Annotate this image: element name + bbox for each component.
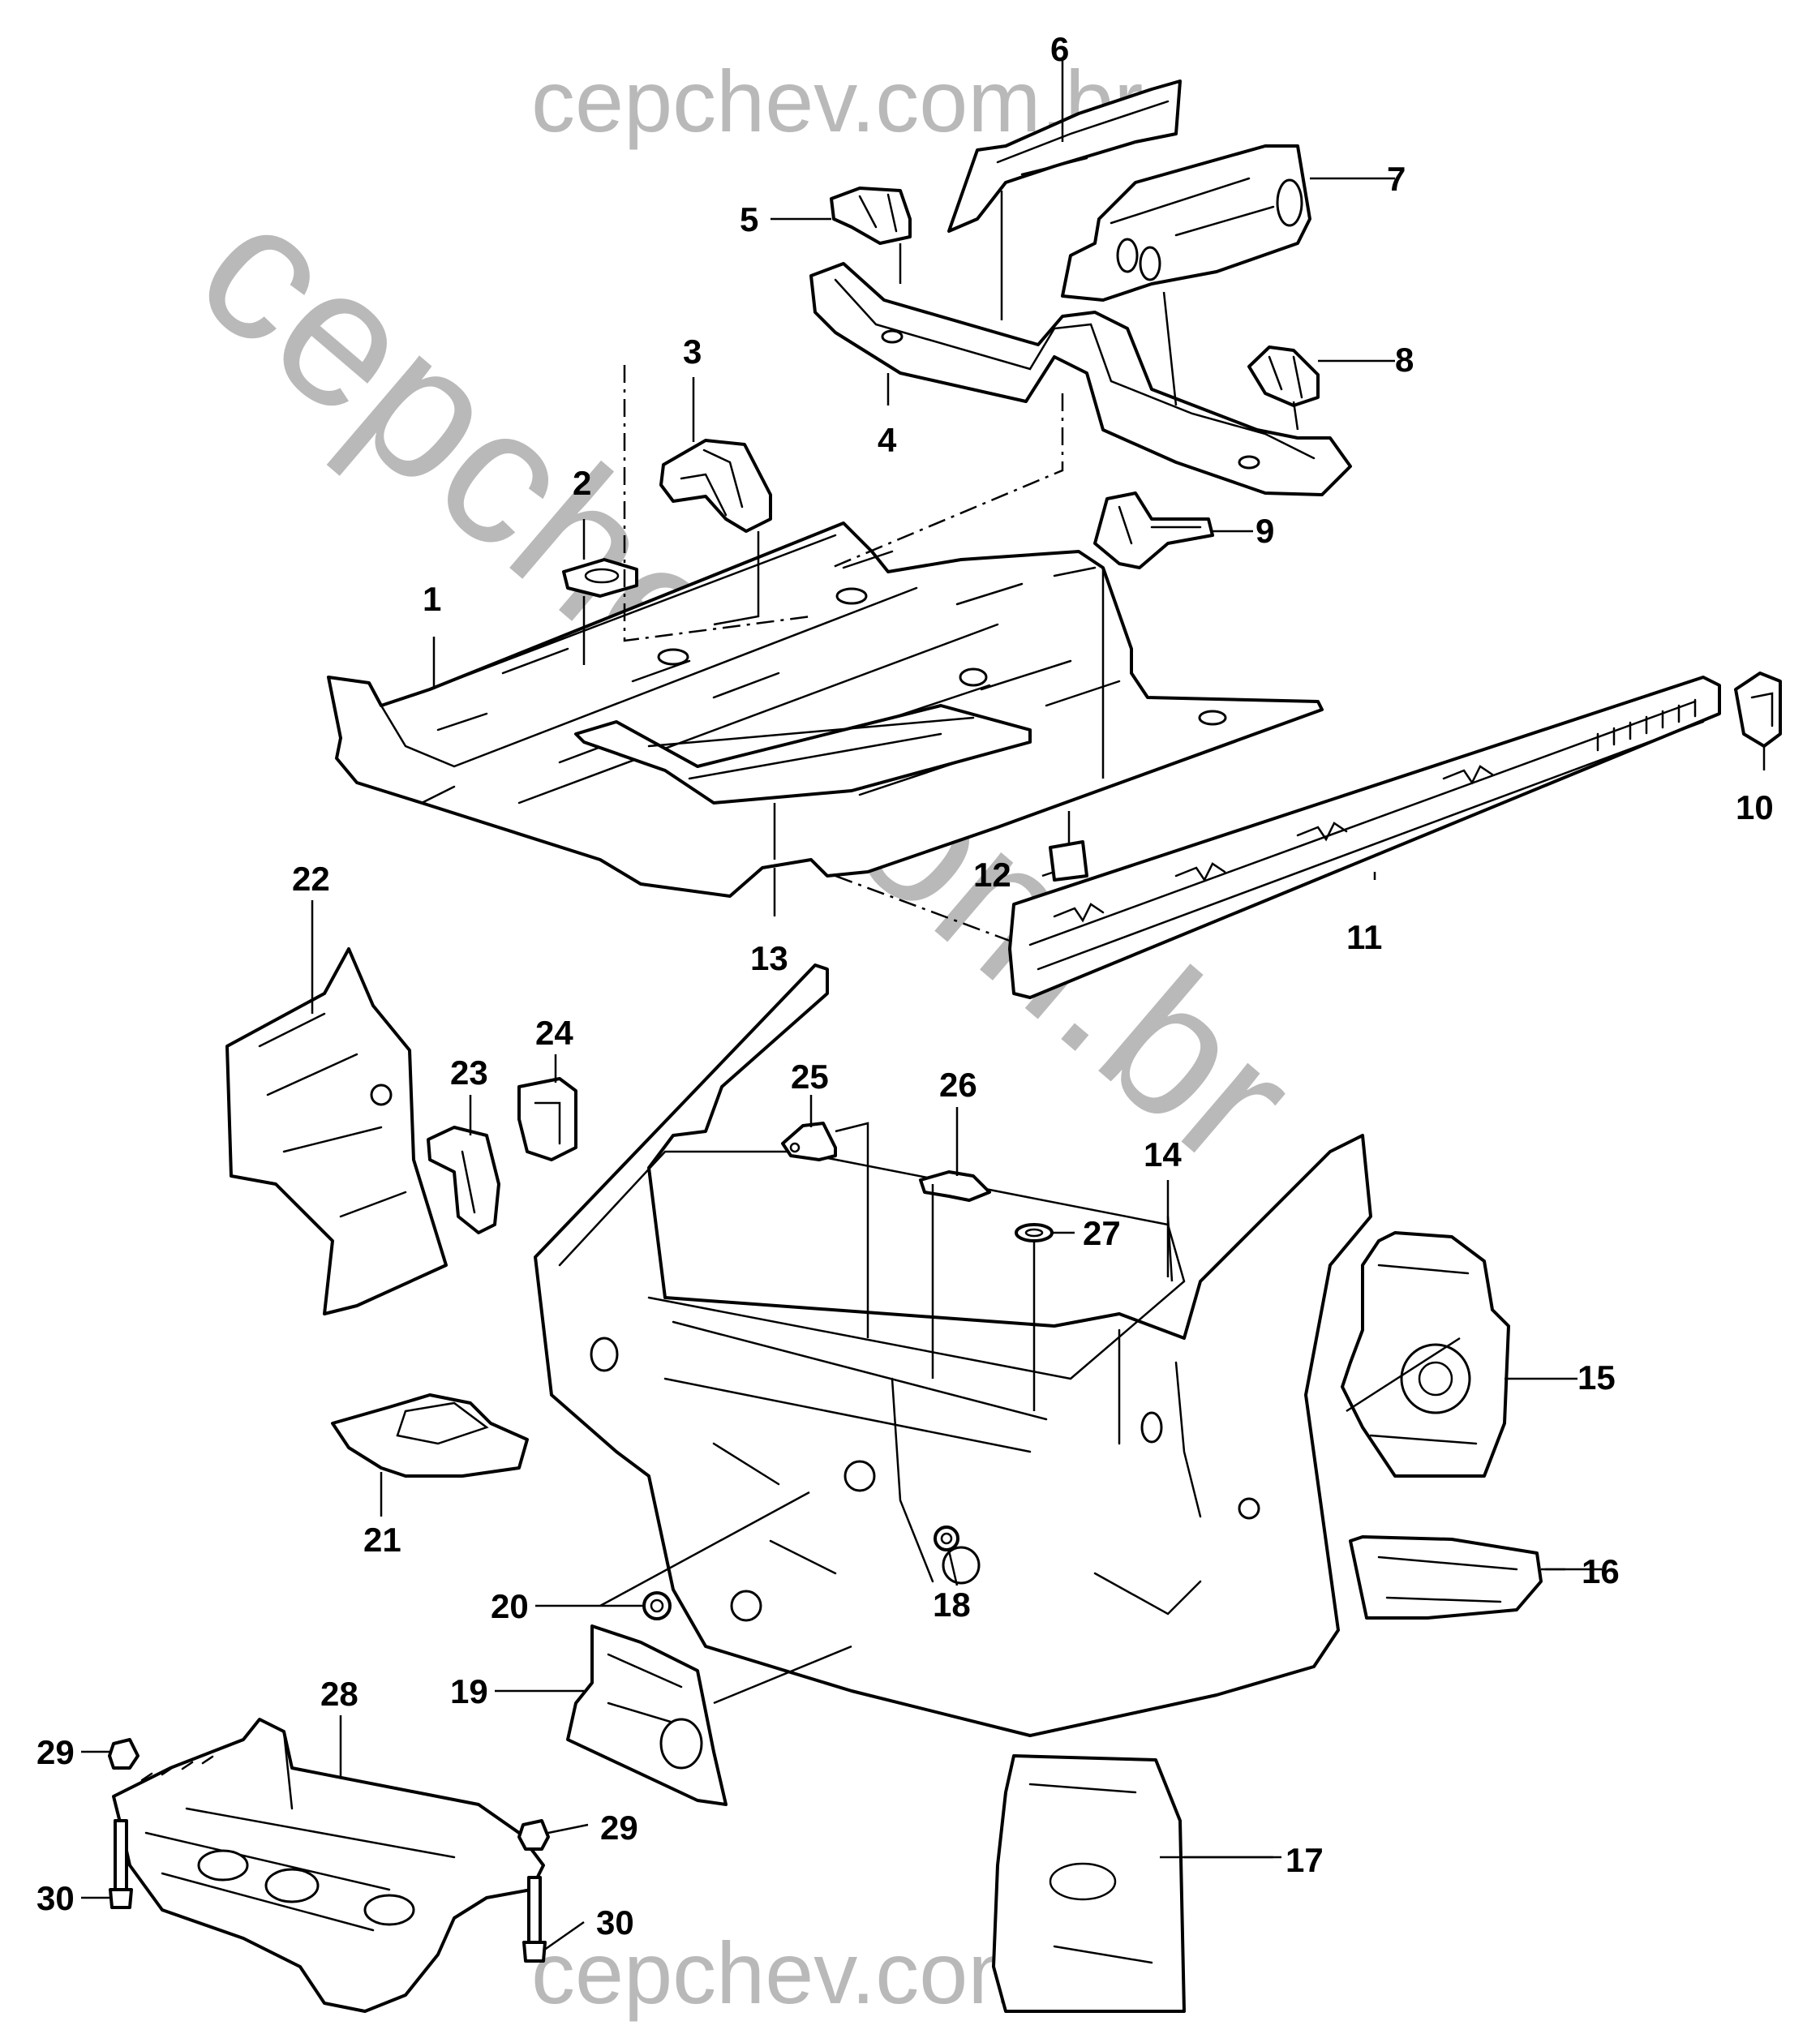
callout-17: 17 [1286, 1841, 1324, 1879]
bracket-8 [1247, 345, 1320, 407]
bolt-30-right [522, 1876, 547, 1963]
bracket-9 [1093, 491, 1214, 569]
callout-14: 14 [1144, 1135, 1182, 1174]
callout-3: 3 [683, 333, 702, 371]
callout-22: 22 [292, 860, 330, 898]
clip-29-right [517, 1819, 550, 1851]
plate-2 [562, 558, 638, 598]
bracket-21 [331, 1393, 529, 1478]
callout-29-left: 29 [36, 1733, 75, 1771]
reinforcement-16 [1349, 1535, 1543, 1620]
bracket-23 [427, 1126, 500, 1234]
callout-15: 15 [1577, 1358, 1616, 1397]
bracket-25 [781, 1122, 837, 1161]
callout-labels: 1 2 3 4 5 6 7 8 9 10 11 12 13 14 15 16 1… [36, 30, 1774, 1942]
tunnel-insert [574, 704, 1032, 805]
callout-leaders [81, 61, 1766, 1952]
panel-19 [566, 1624, 728, 1806]
callout-20: 20 [491, 1587, 529, 1625]
callout-8: 8 [1395, 341, 1414, 379]
strut-tower-15 [1341, 1231, 1510, 1478]
bolt-30-left [109, 1819, 133, 1909]
callout-4: 4 [878, 421, 897, 459]
callout-30-left: 30 [36, 1879, 75, 1917]
callout-12: 12 [973, 856, 1011, 894]
callout-30-right: 30 [596, 1903, 634, 1942]
end-cap-10 [1734, 672, 1782, 748]
callout-5: 5 [740, 200, 758, 238]
bracket-3 [659, 439, 772, 533]
callout-13: 13 [750, 939, 788, 977]
small-bracket-12 [1049, 840, 1088, 882]
callout-18: 18 [933, 1586, 971, 1624]
callout-24: 24 [535, 1014, 573, 1052]
callout-10: 10 [1736, 788, 1774, 826]
callout-9: 9 [1256, 512, 1274, 550]
clip-29-left [108, 1738, 140, 1770]
callout-25: 25 [791, 1058, 829, 1096]
grommet-20 [642, 1591, 672, 1620]
rail-extension-6 [947, 79, 1182, 233]
callout-2: 2 [573, 464, 591, 502]
rocker-panel [1008, 676, 1721, 999]
callout-1: 1 [423, 580, 441, 618]
frame-rail-4 [809, 262, 1352, 496]
grommet-18 [934, 1526, 959, 1551]
inner-panel-7 [1061, 144, 1311, 302]
callout-23: 23 [450, 1053, 488, 1092]
floor-pan [327, 521, 1324, 898]
callout-27: 27 [1083, 1214, 1121, 1252]
underbody-shield-28 [112, 1718, 545, 2013]
callout-6: 6 [1050, 30, 1069, 68]
panel-17 [992, 1754, 1186, 2013]
callout-29-right: 29 [600, 1809, 638, 1847]
callout-19: 19 [450, 1672, 488, 1710]
callout-16: 16 [1582, 1552, 1620, 1590]
side-panel-22 [225, 947, 448, 1315]
callout-28: 28 [320, 1675, 358, 1713]
plug-27 [1015, 1223, 1054, 1242]
callout-21: 21 [363, 1521, 401, 1559]
callout-7: 7 [1387, 160, 1406, 198]
assembly-leaders-upper [582, 191, 1299, 942]
bracket-5 [830, 187, 912, 245]
bracket-24 [517, 1077, 577, 1161]
callout-11: 11 [1346, 918, 1382, 956]
clip-26 [919, 1170, 991, 1202]
callout-26: 26 [939, 1066, 977, 1104]
